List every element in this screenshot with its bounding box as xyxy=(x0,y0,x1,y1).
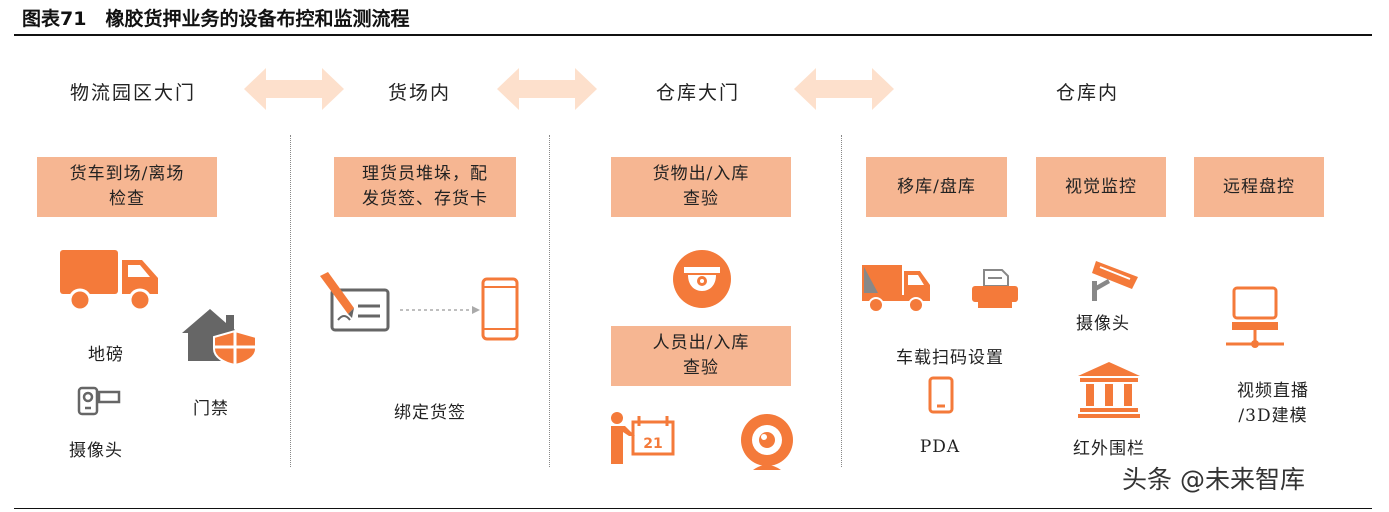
printer-icon xyxy=(972,269,1018,308)
figure-title: 图表71 橡胶货押业务的设备布控和监测流程 xyxy=(22,8,410,30)
stage-warehouse-inside: 仓库内 xyxy=(1056,82,1120,104)
label-camera-warehouse: 摄像头 xyxy=(1076,314,1130,334)
label-camera-gate: 摄像头 xyxy=(69,441,123,461)
signing-card-icon xyxy=(320,272,390,332)
double-arrow-icon xyxy=(244,68,344,110)
column-separator xyxy=(841,135,842,467)
presenter-calendar-icon: 21 xyxy=(611,412,675,464)
smartphone-icon xyxy=(481,277,519,341)
label-pda: PDA xyxy=(919,437,961,457)
label-infrared-fence: 红外围栏 xyxy=(1073,439,1145,459)
column-separator xyxy=(549,135,550,467)
house-shield-icon xyxy=(182,309,257,365)
stage-warehouse-gate: 仓库大门 xyxy=(656,82,741,104)
dome-camera-icon xyxy=(673,250,731,308)
label-weighbridge: 地磅 xyxy=(88,345,124,365)
stage-park-gate: 物流园区大门 xyxy=(70,82,197,104)
truck-icon xyxy=(60,250,158,312)
box-goods-inout: 货物出/入库 查验 xyxy=(611,157,791,217)
webcam-icon xyxy=(741,414,793,470)
label-vehicle-scanner: 车载扫码设置 xyxy=(896,348,1004,368)
column-separator xyxy=(290,135,291,467)
box-pile: 理货员堆垛，配 发货签、存货卡 xyxy=(334,157,516,217)
cctv-camera-icon xyxy=(1092,261,1138,301)
pda-icon xyxy=(928,376,954,414)
label-access-control: 门禁 xyxy=(193,399,229,419)
network-computer-icon xyxy=(1226,286,1284,348)
label-bind-tag: 绑定货签 xyxy=(394,403,466,423)
double-arrow-icon xyxy=(497,68,597,110)
box-move-inventory: 移库/盘库 xyxy=(866,157,1007,217)
bank-building-icon xyxy=(1078,362,1140,418)
box-visual-monitoring: 视觉监控 xyxy=(1036,157,1166,217)
stage-yard: 货场内 xyxy=(388,82,452,104)
bottom-rule xyxy=(14,508,1372,509)
double-arrow-icon xyxy=(794,68,894,110)
security-camera-icon xyxy=(77,386,121,416)
watermark: 头条 @未来智库 xyxy=(1122,465,1305,494)
box-person-inout: 人员出/入库 查验 xyxy=(611,326,791,386)
box-remote-inventory: 远程盘控 xyxy=(1194,157,1324,217)
svg-text:21: 21 xyxy=(643,436,662,452)
label-video-3d: 视频直播 /3D建模 xyxy=(1237,381,1309,426)
top-rule xyxy=(14,34,1372,36)
box-truck-check: 货车到场/离场 检查 xyxy=(37,157,217,217)
delivery-truck-icon xyxy=(862,265,930,313)
dashed-arrow-icon xyxy=(400,306,480,314)
